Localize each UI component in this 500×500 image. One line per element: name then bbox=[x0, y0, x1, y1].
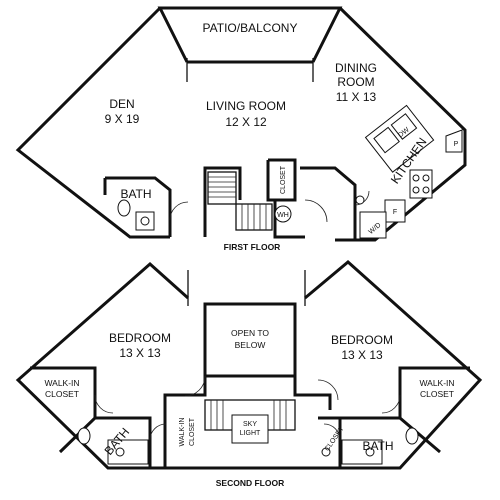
skylight-line2: LIGHT bbox=[240, 430, 261, 437]
walkin-center-line2: CLOSET bbox=[189, 417, 196, 446]
den-size: 9 X 19 bbox=[105, 112, 140, 126]
first-floor-outer-wall-east bbox=[335, 6, 467, 242]
center-wall-right bbox=[293, 376, 332, 410]
left-walkin-door-swing bbox=[94, 394, 114, 414]
living-room-label: LIVING ROOM bbox=[206, 99, 286, 113]
first-floor-outer-wall bbox=[157, 6, 343, 63]
bath-label: BATH bbox=[120, 187, 151, 201]
right-walkin-wall bbox=[398, 366, 470, 454]
kitchen-sink-icon bbox=[373, 126, 400, 154]
open-to-below-line2: BELOW bbox=[235, 340, 266, 350]
dining-label-2: ROOM bbox=[337, 75, 374, 89]
laundry-icon bbox=[355, 195, 365, 205]
right-bath-door-swing bbox=[323, 423, 341, 441]
toilet-icon bbox=[117, 199, 131, 217]
pantry-icon bbox=[445, 129, 463, 153]
second-floor-outer-wall-east bbox=[304, 260, 483, 470]
pantry-label: P bbox=[454, 141, 459, 148]
walkin-left-line2: CLOSET bbox=[45, 389, 79, 399]
second-floor: BEDROOM 13 X 13 BEDROOM 13 X 13 OPEN TO … bbox=[15, 260, 483, 488]
first-floor-outer-wall-west bbox=[15, 6, 170, 239]
right-toilet-icon bbox=[405, 427, 419, 445]
stove-icon bbox=[409, 169, 433, 199]
first-floor-stairs bbox=[207, 171, 273, 231]
washer-dryer-icon bbox=[359, 211, 387, 239]
first-floor-caption: FIRST FLOOR bbox=[224, 242, 281, 252]
walkin-right-line2: CLOSET bbox=[420, 389, 454, 399]
patio-label: PATIO/BALCONY bbox=[203, 21, 298, 35]
walkin-right-line1: WALK-IN bbox=[419, 378, 454, 388]
left-bath-wall bbox=[95, 416, 152, 468]
right-bedroom-door-swing bbox=[317, 379, 339, 401]
water-heater-label: WH bbox=[277, 212, 289, 219]
left-walkin-wall bbox=[30, 366, 97, 454]
left-bath-door-swing bbox=[149, 423, 167, 441]
bedroom-right-size: 13 X 13 bbox=[341, 348, 383, 362]
right-sink-icon bbox=[365, 447, 375, 457]
right-closet-icon bbox=[321, 447, 331, 457]
right-tub-icon bbox=[341, 439, 383, 465]
bath-wall bbox=[105, 176, 172, 237]
open-to-below bbox=[203, 302, 297, 378]
second-floor-caption: SECOND FLOOR bbox=[216, 478, 284, 488]
water-heater-icon bbox=[274, 205, 292, 223]
entry-door-swing bbox=[304, 199, 328, 223]
dining-size: 11 X 13 bbox=[336, 90, 377, 104]
left-bedroom-door-swing bbox=[184, 375, 206, 397]
bath-right-label: BATH bbox=[362, 439, 393, 453]
laundry-door-swing bbox=[354, 190, 370, 206]
kitchen-counter bbox=[364, 104, 435, 173]
center-wall-left bbox=[163, 376, 207, 468]
closet-label: CLOSET bbox=[280, 165, 287, 194]
stair-core-wall bbox=[203, 166, 242, 237]
second-floor-outer-wall-west bbox=[15, 261, 190, 470]
dining-label: DINING bbox=[335, 61, 377, 75]
left-toilet-icon bbox=[77, 427, 91, 445]
fridge-label: F bbox=[393, 209, 397, 216]
bedroom-left-size: 13 X 13 bbox=[119, 346, 161, 360]
fridge-icon bbox=[384, 199, 406, 223]
living-room-size: 12 X 12 bbox=[225, 115, 267, 129]
left-tub-icon bbox=[107, 439, 149, 465]
closet-wall bbox=[266, 158, 297, 202]
den-label: DEN bbox=[109, 97, 134, 111]
second-floor-stairs bbox=[204, 399, 296, 444]
skylight-line1: SKY bbox=[243, 421, 257, 428]
open-to-below-line1: OPEN TO bbox=[231, 328, 269, 338]
first-floor: PATIO/BALCONY DEN 9 X 19 LIVING ROOM 12 … bbox=[15, 6, 467, 252]
left-sink-icon bbox=[115, 447, 125, 457]
walkin-left-line1: WALK-IN bbox=[44, 378, 79, 388]
bedroom-left-label: BEDROOM bbox=[109, 331, 171, 345]
bath-door-swing bbox=[169, 201, 189, 221]
walkin-center-line1: WALK-IN bbox=[179, 418, 186, 447]
skylight-box bbox=[231, 414, 269, 444]
dishwasher-icon bbox=[390, 113, 418, 140]
bedroom-right-label: BEDROOM bbox=[331, 333, 393, 347]
kitchen-wall bbox=[300, 166, 357, 240]
right-walkin-door-swing bbox=[381, 394, 401, 414]
